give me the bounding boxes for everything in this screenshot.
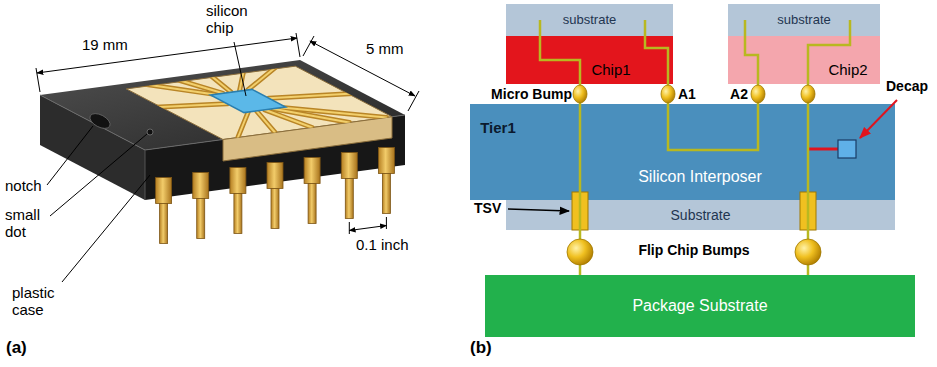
- part-label: Micro Bump: [491, 86, 572, 102]
- part-label: notch: [5, 177, 42, 194]
- flip-chip-bump: [567, 239, 593, 265]
- part-label: TSV: [474, 200, 501, 216]
- pin: [378, 148, 394, 174]
- leader-line: [50, 134, 147, 216]
- extension-line: [36, 68, 40, 92]
- pin: [160, 204, 168, 244]
- substrate-band: substrate: [728, 4, 880, 36]
- pin: [382, 174, 390, 214]
- leader-line: [47, 126, 93, 185]
- pin: [193, 173, 209, 199]
- panel-label: (b): [470, 338, 492, 358]
- node-text: Tier1: [480, 119, 516, 136]
- pin: [271, 189, 279, 229]
- part-label: Decap: [886, 78, 928, 94]
- dimension-line: [310, 41, 415, 96]
- part-label: plastic case: [12, 284, 70, 319]
- node-text: substrate: [563, 13, 616, 28]
- panel-label: (a): [6, 338, 27, 358]
- part-label: Flip Chip Bumps: [638, 242, 749, 258]
- part-label: silicon chip: [206, 2, 260, 37]
- dip-package: [36, 33, 419, 282]
- extension-line: [349, 222, 350, 234]
- lead-frame: [133, 63, 387, 138]
- box-fill: [470, 104, 895, 200]
- micro-bump: [573, 85, 587, 103]
- dimension-lines: [36, 33, 419, 234]
- node-text: Chip1: [591, 61, 630, 78]
- micro-bump: [661, 85, 675, 103]
- part-label: small dot: [5, 206, 51, 241]
- dimension-line: [349, 226, 386, 231]
- micro-bump: [801, 85, 815, 103]
- pin: [267, 163, 283, 189]
- micro-bump: [751, 85, 765, 103]
- extension-line: [386, 217, 387, 229]
- pins: [156, 148, 395, 244]
- interposer-block: Tier1Silicon Interposer: [470, 104, 895, 200]
- pin: [345, 179, 353, 219]
- node-text: Package Substrate: [632, 297, 767, 315]
- dimension-label: 0.1 inch: [356, 236, 409, 253]
- leader-line: [234, 42, 246, 96]
- extension-line: [303, 36, 314, 56]
- pin: [234, 194, 242, 234]
- decap-wire: [808, 148, 838, 151]
- package-substrate: Package Substrate: [485, 275, 915, 337]
- decap-symbol: [838, 140, 856, 158]
- lead-wire: [133, 63, 387, 138]
- node-text: Substrate: [671, 207, 731, 223]
- dimension-line: [37, 38, 297, 73]
- leader-line: [62, 175, 150, 282]
- small-dot: [147, 129, 153, 135]
- pin: [156, 178, 172, 204]
- chip-die: Chip2 substrate: [728, 4, 880, 84]
- flip-chip-bump: [795, 239, 821, 265]
- lead-highlight: [133, 63, 387, 138]
- node-text: Silicon Interposer: [638, 168, 762, 186]
- chip-die: Chip1 substrate: [506, 4, 673, 84]
- substrate-band: substrate: [506, 4, 673, 36]
- substrate-band: Substrate: [506, 200, 895, 230]
- pin: [197, 199, 205, 239]
- node-text: substrate: [777, 13, 830, 28]
- dimension-label: 19 mm: [82, 36, 128, 53]
- extension-line: [408, 91, 419, 111]
- pin: [341, 153, 357, 179]
- leader-lines: [47, 42, 246, 282]
- pin-name: A1: [678, 86, 696, 102]
- body-edge: [145, 150, 146, 200]
- dimension-label: 5 mm: [366, 40, 404, 57]
- node-text: Chip2: [828, 61, 867, 78]
- pin: [308, 184, 316, 224]
- silicon-chip: [210, 89, 285, 112]
- pin-name: A2: [730, 86, 748, 102]
- extension-line: [296, 33, 300, 57]
- pin: [230, 168, 246, 194]
- pin: [304, 158, 320, 184]
